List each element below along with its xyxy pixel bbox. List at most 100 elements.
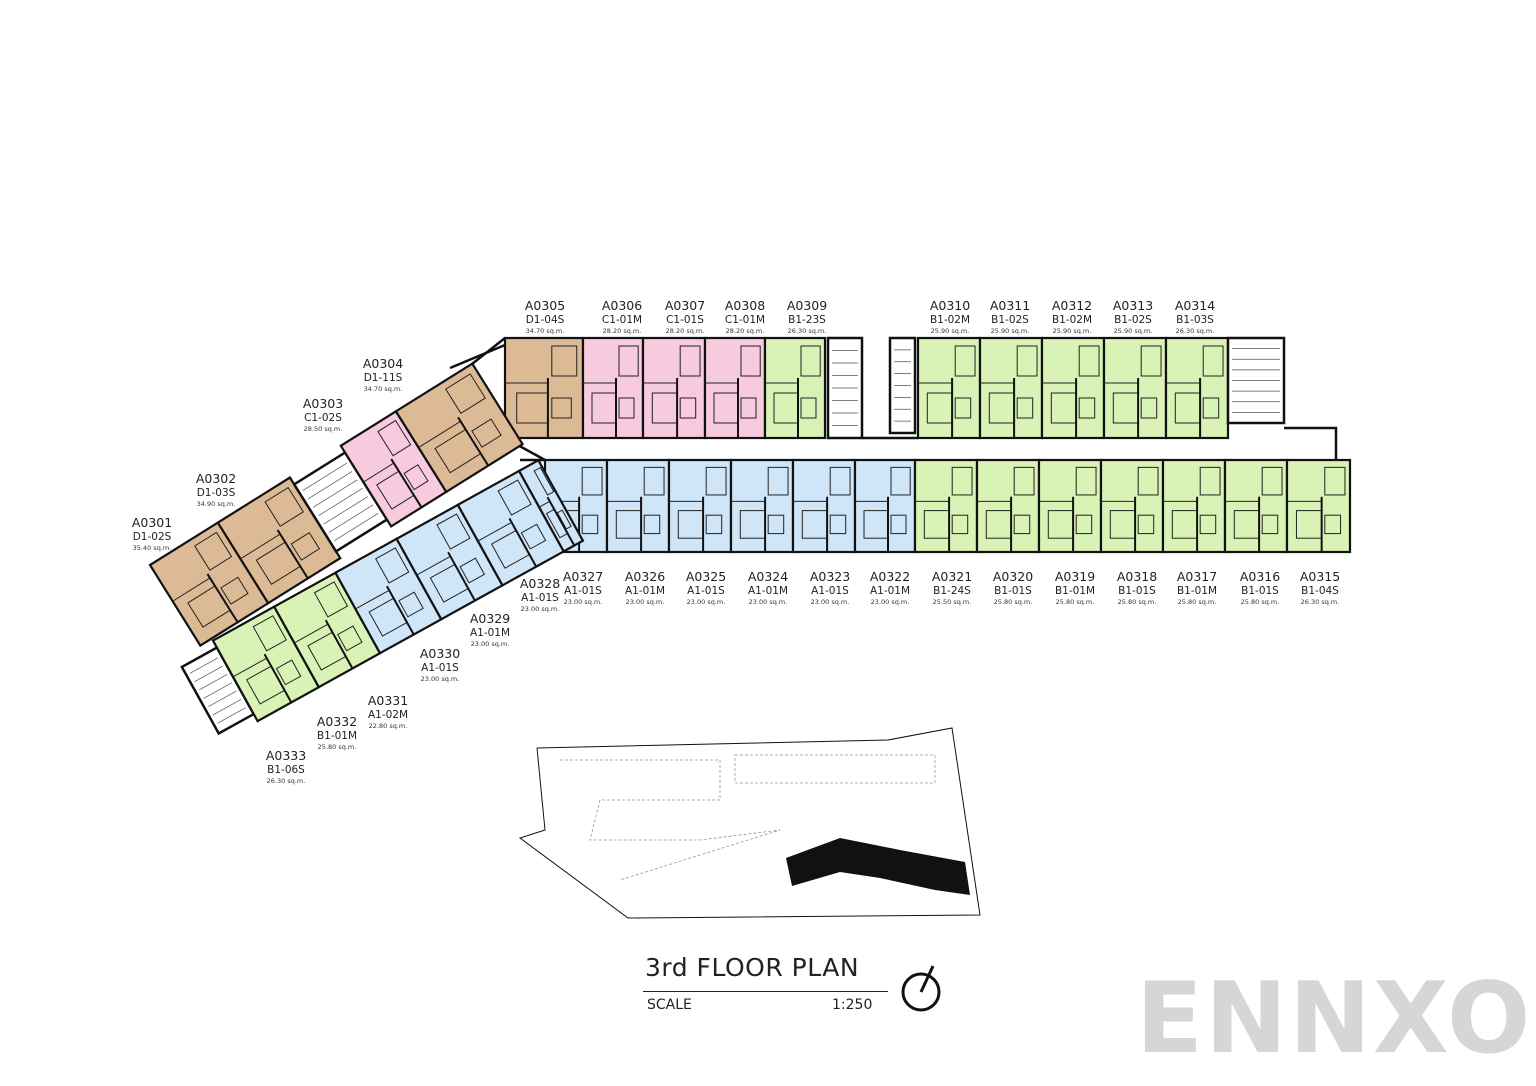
building-wing [148, 362, 525, 648]
unit-type: C1-01S [666, 314, 704, 326]
north-arrow-icon [901, 965, 941, 1012]
unit-type: A1-01S [421, 662, 459, 674]
building-footprint [786, 838, 970, 895]
title-underline [643, 991, 888, 992]
unit-type: B1-01S [994, 585, 1032, 597]
unit-area: 25.90 sq.m. [1114, 327, 1153, 335]
unit-code: A0318 [1117, 569, 1157, 584]
unit-type: B1-01M [317, 730, 357, 742]
plan-title: 3rd FLOOR PLAN [645, 953, 860, 982]
unit-a0307[interactable] [641, 336, 707, 440]
unit-a0310[interactable] [916, 336, 982, 440]
unit-type: B1-04S [1301, 585, 1339, 597]
unit-type: B1-06S [267, 764, 305, 776]
unit-area: 26.30 sq.m. [788, 327, 827, 335]
unit-a0309[interactable] [763, 336, 827, 440]
unit-type: D1-02S [133, 531, 172, 543]
unit-type: B1-01S [1241, 585, 1279, 597]
unit-a0331[interactable] [333, 537, 443, 655]
unit-code: A0329 [470, 611, 510, 626]
unit-code: A0332 [317, 714, 357, 729]
unit-code: A0308 [725, 298, 765, 313]
unit-a0304[interactable] [394, 362, 525, 494]
unit-a0305[interactable] [503, 336, 585, 440]
site-key-plan [518, 727, 981, 919]
unit-area: 22.80 sq.m. [369, 722, 408, 730]
unit-type: A1-01S [521, 592, 559, 604]
unit-code: A0325 [686, 569, 726, 584]
unit-type: B1-02M [930, 314, 970, 326]
unit-area: 23.00 sq.m. [564, 598, 603, 606]
unit-code: A0317 [1177, 569, 1217, 584]
unit-code: A0319 [1055, 569, 1095, 584]
unit-a0317[interactable] [1161, 458, 1227, 554]
unit-area: 25.80 sq.m. [1241, 598, 1280, 606]
unit-a0303[interactable] [339, 409, 448, 528]
unit-code: A0327 [563, 569, 603, 584]
unit-type: D1-03S [197, 487, 236, 499]
watermark-logo: ENNXO [1136, 962, 1533, 1076]
unit-area: 23.00 sq.m. [811, 598, 850, 606]
unit-a0308[interactable] [703, 336, 767, 440]
unit-a0318[interactable] [1099, 458, 1165, 554]
unit-a0306[interactable] [581, 336, 645, 440]
unit-code: A0309 [787, 298, 827, 313]
unit-code: A0314 [1175, 298, 1215, 313]
unit-a0319[interactable] [1037, 458, 1103, 554]
unit-area: 25.80 sq.m. [1118, 598, 1157, 606]
unit-a0313[interactable] [1102, 336, 1168, 440]
unit-code: A0321 [932, 569, 972, 584]
unit-area: 23.00 sq.m. [626, 598, 665, 606]
unit-code: A0310 [930, 298, 970, 313]
unit-a0332[interactable] [272, 571, 382, 689]
unit-a0322[interactable] [853, 458, 917, 554]
unit-a0320[interactable] [975, 458, 1041, 554]
unit-code: A0306 [602, 298, 642, 313]
unit-a0323[interactable] [791, 458, 857, 554]
unit-type: A1-01S [687, 585, 725, 597]
unit-a0311[interactable] [978, 336, 1044, 440]
unit-area: 26.30 sq.m. [267, 777, 306, 785]
unit-area: 23.00 sq.m. [687, 598, 726, 606]
scale-value: 1:250 [832, 997, 873, 1013]
unit-type: B1-01M [1055, 585, 1095, 597]
unit-a0324[interactable] [729, 458, 795, 554]
unit-area: 28.20 sq.m. [726, 327, 765, 335]
unit-a0321[interactable] [913, 458, 979, 554]
unit-a0312[interactable] [1040, 336, 1106, 440]
unit-code: A0316 [1240, 569, 1280, 584]
unit-code: A0302 [196, 471, 236, 486]
unit-code: A0328 [520, 576, 560, 591]
unit-a0315[interactable] [1285, 458, 1352, 554]
unit-area: 25.90 sq.m. [991, 327, 1030, 335]
unit-area: 23.00 sq.m. [749, 598, 788, 606]
unit-a0328[interactable] [517, 458, 585, 553]
unit-code: A0303 [303, 396, 343, 411]
unit-type: C1-01M [602, 314, 642, 326]
unit-a0326[interactable] [605, 458, 671, 554]
unit-area: 25.80 sq.m. [318, 743, 357, 751]
unit-a0325[interactable] [667, 458, 733, 554]
unit-a0314[interactable] [1164, 336, 1230, 440]
unit-code: A0323 [810, 569, 850, 584]
unit-a0316[interactable] [1223, 458, 1289, 554]
unit-code: A0301 [132, 515, 172, 530]
unit-area: 28.20 sq.m. [603, 327, 642, 335]
unit-type: A1-01M [625, 585, 665, 597]
unit-area: 25.90 sq.m. [931, 327, 970, 335]
